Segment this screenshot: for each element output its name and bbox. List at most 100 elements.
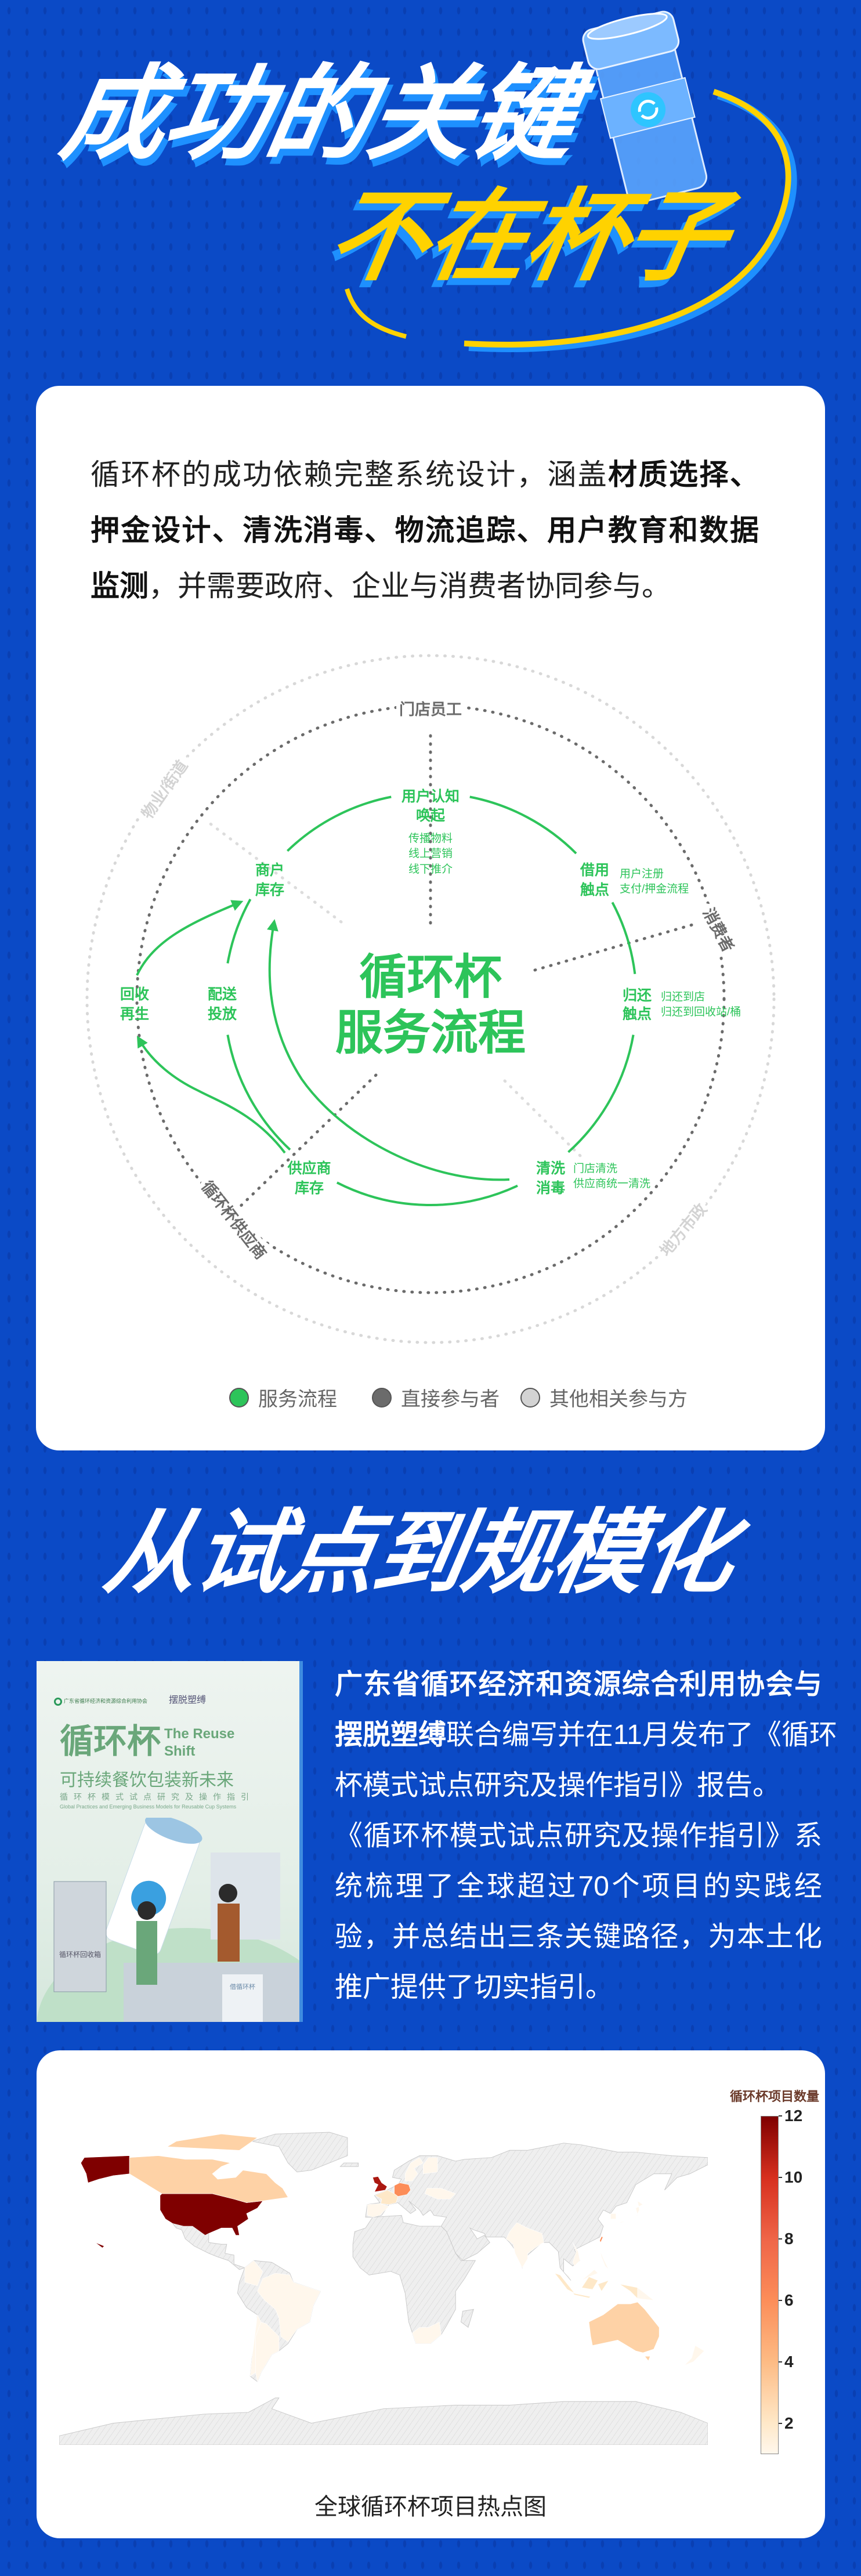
country-united-kingdom <box>372 2176 388 2193</box>
report-text: 与 <box>794 1669 822 1700</box>
return-note: 归还到店 <box>661 990 705 1003</box>
connector-municipal <box>503 1079 582 1157</box>
connector-consumer <box>533 922 698 972</box>
intro-paragraph: 循环杯的成功依赖完整系统设计，涵盖材质选择、 押金设计、清洗消毒、物流追踪、用户… <box>91 447 759 614</box>
country-australia <box>644 2356 651 2361</box>
report-text: 推广提供了切实指引。 <box>335 1972 614 2003</box>
cover-box-label: 借循环杯 <box>230 1982 255 1991</box>
hero-title-line1: 成功的关键 <box>53 56 585 172</box>
header-graphic <box>345 10 797 353</box>
country-indonesia <box>554 2273 575 2293</box>
stage-wash: 消毒 <box>536 1180 565 1196</box>
stage-delivery: 配送 <box>208 986 237 1003</box>
service-flow-arc <box>226 898 252 964</box>
awareness-note: 传播物料 <box>408 832 453 845</box>
country-indonesia <box>572 2292 591 2299</box>
land-no-data-africa <box>352 2215 476 2345</box>
intro-text: 循环杯的成功依赖完整系统设计，涵盖 <box>91 458 609 491</box>
land-no-data-iceland <box>339 2162 359 2167</box>
colorbar-tick <box>779 2300 782 2301</box>
borrow-note: 用户注册 <box>620 867 664 880</box>
cover-org-logo: 广东省循环经济和资源综合利用协会 <box>54 1697 147 1706</box>
cover-guide: 循环杯模式试点研究及操作指引 <box>60 1792 255 1801</box>
country-spain <box>367 2203 389 2217</box>
country-vietnam <box>572 2242 580 2267</box>
service-flow-arc <box>336 1181 518 1206</box>
country-finland <box>423 2157 438 2175</box>
stage-return: 归还 <box>623 987 652 1004</box>
service-flow-arc <box>226 1034 291 1151</box>
country-indonesia <box>619 2284 638 2299</box>
country-malaysia <box>581 2269 599 2281</box>
country-indonesia <box>581 2276 599 2290</box>
land-no-data-greenland <box>252 2132 348 2173</box>
cover-en2: Shift <box>164 1743 196 1759</box>
country-colombia <box>244 2260 263 2286</box>
intro-bold: 材质选择、 <box>608 458 759 491</box>
colorbar-tick <box>779 2238 782 2239</box>
report-paragraph: 广东省循环经济和资源综合利用协会与 摆脱塑缚联合编写并在11月发布了《循环 杯模… <box>335 1659 837 2013</box>
country-australia <box>588 2302 660 2353</box>
connector-property <box>207 821 343 924</box>
participant-staff: 门店员工 <box>399 701 462 718</box>
world-heatmap <box>59 2132 708 2445</box>
stage-awareness: 用户认知 <box>401 788 460 805</box>
stage-borrow: 借用 <box>580 862 609 878</box>
country-sweden <box>404 2157 424 2181</box>
service-flow-arc <box>567 1034 635 1153</box>
stage-delivery: 投放 <box>208 1005 237 1022</box>
legend-dot-green <box>229 1387 249 1408</box>
colorbar-tick-label: 6 <box>784 2291 794 2309</box>
legend-label: 服务流程 <box>258 1388 337 1410</box>
report-text: 《循环杯模式试点研究及操作指引》系 <box>335 1821 822 1851</box>
colorbar <box>761 2116 779 2454</box>
return-note: 归还到回收站/桶 <box>661 1005 741 1018</box>
cover-title: 循环杯 <box>60 1723 161 1760</box>
country-indonesia <box>598 2280 609 2292</box>
flow-arrow-recycle-to-merchant <box>136 900 244 976</box>
legend-direct-participants: 直接参与者 <box>372 1383 500 1412</box>
org-name-bold: 广东省循环经济和资源综合利用协会 <box>335 1669 794 1700</box>
intro-text: ，并需要政府、企业与消费者协同参与。 <box>149 570 671 602</box>
cover-en1: The Reuse <box>164 1726 235 1742</box>
diagram-center-title: 服务流程 <box>335 1007 526 1059</box>
colorbar-title: 循环杯项目数量 <box>730 2089 820 2104</box>
participant-property: 物业/街道 <box>138 757 191 822</box>
colorbar-tick-label: 10 <box>784 2168 803 2186</box>
country-united-states <box>80 2155 130 2183</box>
report-text: 联合编写并在11月发布了《循环 <box>446 1720 837 1750</box>
stage-recycle: 再生 <box>120 1006 149 1022</box>
participant-municipal: 地方市政 <box>656 1200 710 1260</box>
colorbar-tick <box>779 2115 782 2116</box>
stage-merchant-stock: 库存 <box>255 882 284 898</box>
country-south-korea <box>610 2213 616 2219</box>
cover-en-sub: Global Practices and Emerging Business M… <box>60 1804 237 1810</box>
country-taiwan <box>599 2236 603 2243</box>
connector-cup-supplier <box>233 1073 378 1213</box>
wash-note: 供应商统一清洗 <box>573 1177 650 1190</box>
stage-merchant-stock: 商户 <box>255 862 284 878</box>
country-new-zealand <box>684 2345 705 2366</box>
legend-service-flow: 服务流程 <box>229 1383 337 1412</box>
country-papua-new-guinea <box>637 2287 654 2301</box>
stage-awareness: 唤起 <box>416 808 446 824</box>
stage-wash: 清洗 <box>536 1160 565 1177</box>
stage-return: 触点 <box>623 1006 652 1022</box>
awareness-note: 线下推介 <box>408 863 453 875</box>
map-caption: 全球循环杯项目热点图 <box>314 2494 547 2520</box>
report-text: 杯模式试点研究及操作指引》报告。 <box>335 1770 781 1801</box>
wash-note: 门店清洗 <box>573 1162 617 1175</box>
hero-title-line2: 不在杯子 <box>321 181 735 292</box>
participant-consumer: 消费者 <box>700 905 737 955</box>
stage-recycle: 回收 <box>120 986 149 1003</box>
country-brazil <box>257 2273 321 2342</box>
country-chile <box>249 2314 262 2377</box>
cover-box-label: 循环杯回收箱 <box>59 1950 101 1959</box>
section-title-pilot-to-scale: 从试点到规模化 <box>97 1502 741 1604</box>
service-flow-diagram: 循环杯 服务流程 用户认知 唤起 商户 库存 借用 触点 归还 触点 清洗 消毒… <box>85 654 776 1344</box>
service-flow-arc <box>611 902 636 974</box>
reusable-cup-icon <box>582 10 708 204</box>
country-japan <box>617 2200 643 2223</box>
report-cover-image: 广东省循环经济和资源综合利用协会 摆脱塑缚 循环杯 The Reuse Shif… <box>37 1661 303 2022</box>
land-no-data-madagascar <box>461 2309 474 2328</box>
